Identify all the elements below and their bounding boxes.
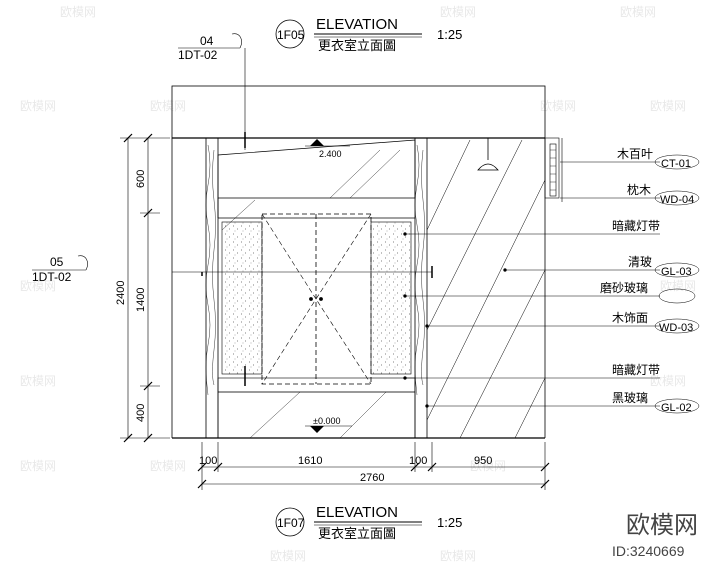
svg-text:欧模网: 欧模网 [150, 459, 186, 473]
top-title-scale: 1:25 [437, 27, 462, 42]
callout-label-clear-glass: 清玻 [628, 255, 652, 269]
svg-text:欧模网: 欧模网 [150, 99, 186, 113]
svg-text:欧模网: 欧模网 [650, 99, 686, 113]
svg-text:欧模网: 欧模网 [540, 99, 576, 113]
svg-text:欧模网: 欧模网 [20, 99, 56, 113]
watermark-brand-name: 欧模网 [626, 511, 698, 539]
section-ref-number: 05 [50, 255, 64, 269]
callout-label-wood-veneer: 木饰面 [612, 311, 648, 325]
section-ref-sheet: 1DT-02 [32, 270, 72, 284]
callout-label-louver: 木百叶 [617, 147, 653, 161]
top-title-heading: ELEVATION [316, 16, 398, 33]
top-title-subtitle: 更衣室立面圖 [318, 38, 396, 54]
section-ref-04: 04 1DT-02 [178, 33, 246, 150]
callout-code-wood-veneer: WD-03 [659, 322, 693, 334]
svg-text:欧模网: 欧模网 [20, 374, 56, 388]
top-title-code: 1F05 [277, 28, 305, 42]
horizontal-dimension-part-1610: 1610 [298, 455, 322, 467]
horizontal-dimension-total: 2760 [360, 472, 384, 484]
svg-text:欧模网: 欧模网 [470, 459, 506, 473]
svg-text:欧模网: 欧模网 [60, 5, 96, 19]
bottom-title-subtitle: 更衣室立面圖 [318, 526, 396, 542]
callout-label-black-glass: 黑玻璃 [612, 391, 648, 405]
svg-text:欧模网: 欧模网 [650, 374, 686, 388]
bottom-title-heading: ELEVATION [316, 504, 398, 521]
callout-label-frosted-glass: 磨砂玻璃 [600, 281, 648, 295]
vertical-dimension-part-600: 600 [135, 170, 147, 188]
svg-text:欧模网: 欧模网 [440, 549, 476, 563]
callout-code-clear-glass: GL-03 [661, 266, 692, 278]
bottom-title-scale: 1:25 [437, 515, 462, 530]
horizontal-dimension-part-100a: 100 [199, 455, 217, 467]
floor-level-mark: ±0.000 [305, 416, 352, 433]
vertical-dimension-part-1400: 1400 [135, 288, 147, 312]
vertical-dimensions [120, 133, 170, 443]
horizontal-dimension-part-950: 950 [474, 455, 492, 467]
vertical-dimension-part-400: 400 [135, 404, 147, 422]
callout-label-hidden-light-strip-lower: 暗藏灯带 [612, 362, 660, 377]
callout-code-black-glass: GL-02 [661, 402, 692, 414]
bottom-title-block: 1F07 ELEVATION 更衣室立面圖 1:25 [275, 504, 462, 542]
floor-level-text: ±0.000 [313, 416, 340, 426]
callout-labels: 木百叶 CT-01 枕木 WD-04 暗藏灯带 清玻 GL-03 磨砂玻璃 木饰… [600, 147, 694, 414]
section-ref-number: 04 [200, 34, 214, 48]
ceiling-level-mark: 2.400 [305, 139, 350, 159]
horizontal-dimension-part-100b: 100 [409, 455, 427, 467]
svg-text:欧模网: 欧模网 [440, 5, 476, 19]
elevation-body [171, 85, 563, 439]
bottom-title-code: 1F07 [277, 516, 305, 530]
section-ref-sheet: 1DT-02 [178, 48, 218, 62]
watermark-id: ID:3240669 [612, 543, 685, 559]
svg-text:欧模网: 欧模网 [20, 459, 56, 473]
callout-code-sleeper-wood: WD-04 [660, 194, 694, 206]
callout-leaders [403, 154, 700, 414]
horizontal-dimensions [197, 442, 550, 490]
section-ref-05: 05 1DT-02 [32, 255, 88, 284]
svg-text:欧模网: 欧模网 [620, 5, 656, 19]
svg-text:欧模网: 欧模网 [20, 279, 56, 293]
callout-code-louver: CT-01 [661, 158, 691, 170]
svg-text:欧模网: 欧模网 [270, 549, 306, 563]
top-title-block: 1F05 ELEVATION 更衣室立面圖 1:25 [275, 16, 462, 54]
vertical-dimension-total: 2400 [115, 281, 127, 305]
callout-label-hidden-light-strip-upper: 暗藏灯带 [612, 218, 660, 233]
ceiling-level-text: 2.400 [319, 149, 342, 159]
background-watermark: 欧模网 欧模网 欧模网 欧模网 欧模网 欧模网 欧模网 欧模网 欧模网 欧模网 … [20, 5, 696, 563]
callout-label-sleeper-wood: 枕木 [627, 182, 651, 197]
watermark-brand: 欧模网 ID:3240669 [612, 511, 698, 559]
